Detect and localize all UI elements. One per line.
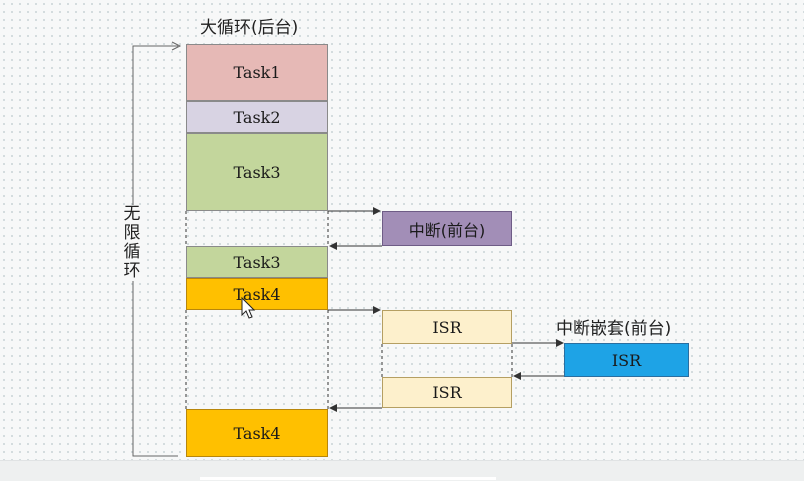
- loop-label: 无 限 循 环: [122, 204, 142, 281]
- task2-block: Task2: [186, 101, 328, 133]
- task3-block: Task3: [186, 133, 328, 211]
- nested-isr-block: ISR: [564, 343, 689, 377]
- interrupt-block: 中断(前台): [382, 211, 512, 246]
- task3-resume-block: Task3: [186, 246, 328, 278]
- task1-block: Task1: [186, 44, 328, 101]
- title-label: 大循环(后台): [200, 18, 299, 38]
- isr-block: ISR: [382, 310, 512, 344]
- loop-arrowhead: [171, 41, 182, 51]
- bottom-tab: [200, 477, 496, 480]
- isr-resume-block: ISR: [382, 377, 512, 408]
- task4-block: Task4: [186, 278, 328, 310]
- nested-interrupt-label: 中断嵌套(前台): [556, 319, 672, 339]
- task4-resume-block: Task4: [186, 409, 328, 457]
- bottom-bar: [0, 460, 804, 481]
